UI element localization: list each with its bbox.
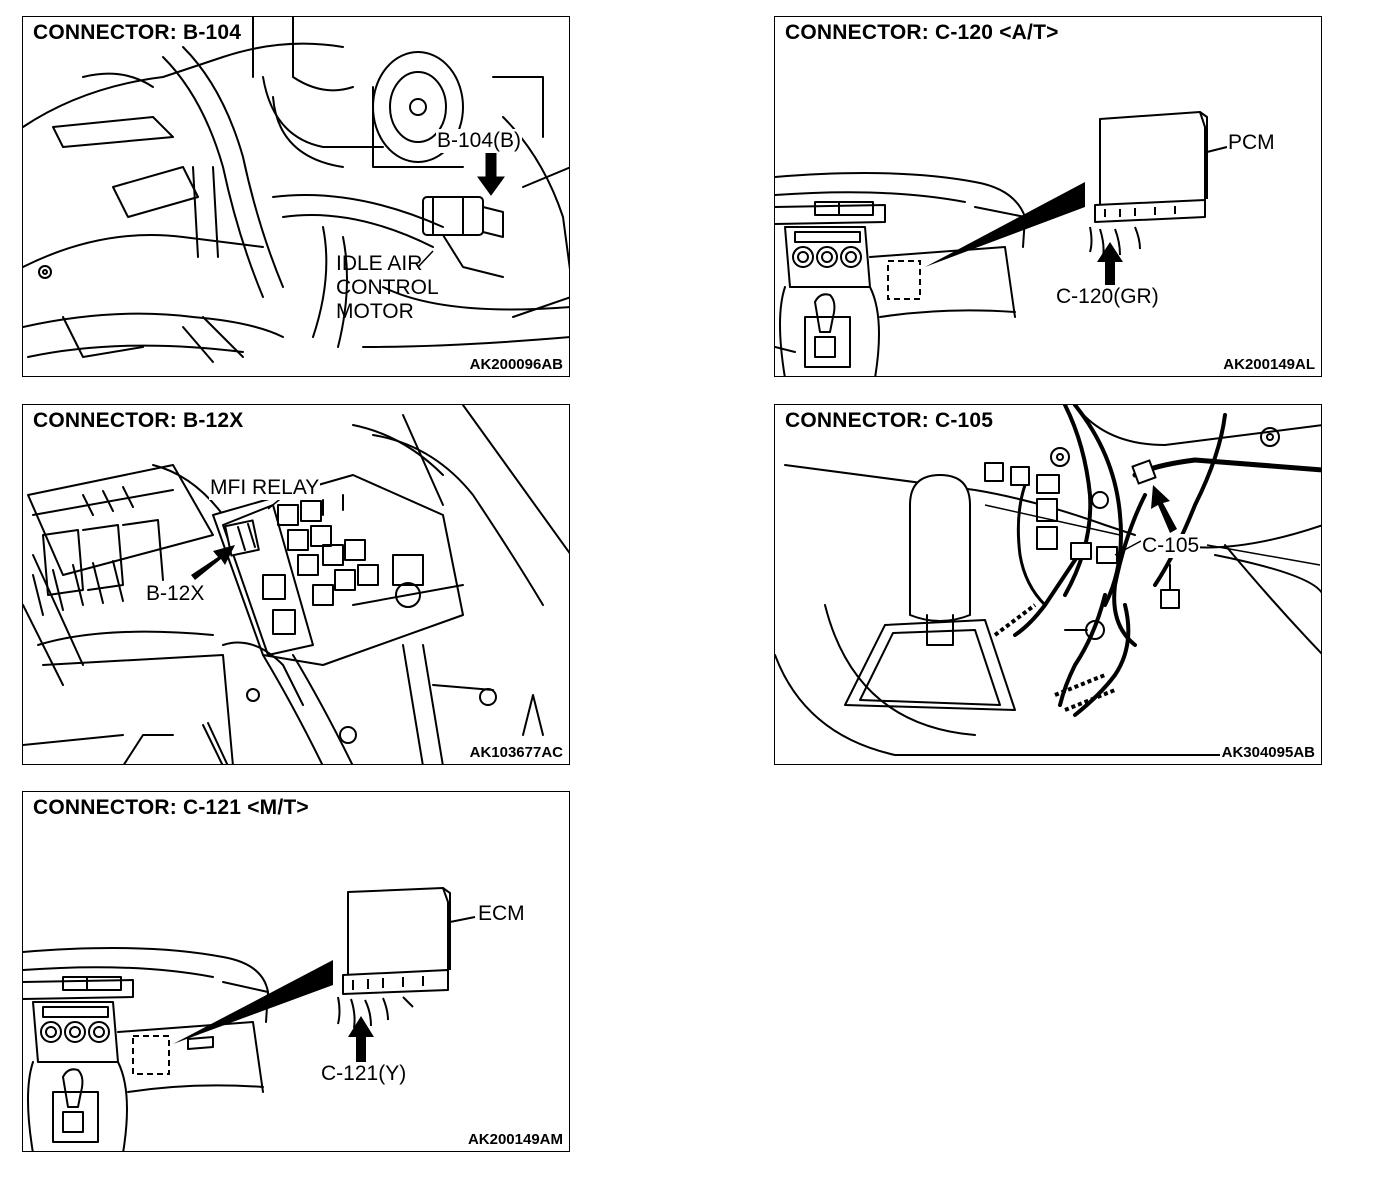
- panel-title: CONNECTOR: C-121 <M/T>: [31, 796, 311, 820]
- module-label: PCM: [1227, 131, 1276, 155]
- connector-arrow: [191, 545, 235, 580]
- dashboard-ecm-illustration: [23, 887, 476, 1151]
- figure-code: AK304095AB: [1219, 744, 1317, 761]
- relay-box-illustration: [23, 405, 569, 764]
- dashboard-pcm-illustration: [775, 111, 1228, 376]
- panel-title: CONNECTOR: C-105: [783, 409, 996, 433]
- component-label-line-1: IDLE AIR: [336, 252, 423, 275]
- connector-label: C-120(GR): [1055, 285, 1160, 309]
- figure-code: AK103677AC: [467, 744, 565, 761]
- connector-arrow: [1151, 485, 1177, 533]
- connector-arrow: [477, 146, 505, 196]
- panel-connector-c120: CONNECTOR: C-120 <A/T> PCM C-120(GR) AK2…: [774, 16, 1322, 377]
- panel-title: CONNECTOR: C-120 <A/T>: [783, 21, 1061, 45]
- panel-connector-c105: CONNECTOR: C-105 C-105 AK304095AB: [774, 404, 1322, 765]
- panel-title: CONNECTOR: B-12X: [31, 409, 246, 433]
- console-harness-illustration: [775, 405, 1321, 756]
- panel-title: CONNECTOR: B-104: [31, 21, 244, 45]
- connector-label: C-105: [1141, 534, 1201, 558]
- connector-label: B-104(B): [436, 129, 523, 153]
- figure-code: AK200149AM: [465, 1131, 565, 1148]
- module-location-box: [132, 1035, 170, 1075]
- connector-arrow: [348, 1016, 374, 1062]
- connector-label: C-121(Y): [320, 1062, 408, 1086]
- engine-bay-illustration: [23, 17, 569, 363]
- figure-code: AK200149AL: [1221, 356, 1317, 373]
- connector-label: B-12X: [145, 582, 206, 606]
- component-label: MFI RELAY: [209, 476, 321, 500]
- panel-connector-b12x: CONNECTOR: B-12X MFI RELAY B-12X AK10367…: [22, 404, 570, 765]
- component-label-line-2: CONTROL: [336, 276, 439, 299]
- panel-connector-c121: CONNECTOR: C-121 <M/T> ECM C-121(Y) AK20…: [22, 791, 570, 1152]
- panel-connector-b104: CONNECTOR: B-104 B-104(B) IDLE AIR CONTR…: [22, 16, 570, 377]
- connector-arrow: [1097, 242, 1123, 285]
- module-location-box: [887, 260, 921, 300]
- figure-code: AK200096AB: [467, 356, 565, 373]
- module-label: ECM: [477, 902, 526, 926]
- component-label-line-3: MOTOR: [336, 300, 414, 323]
